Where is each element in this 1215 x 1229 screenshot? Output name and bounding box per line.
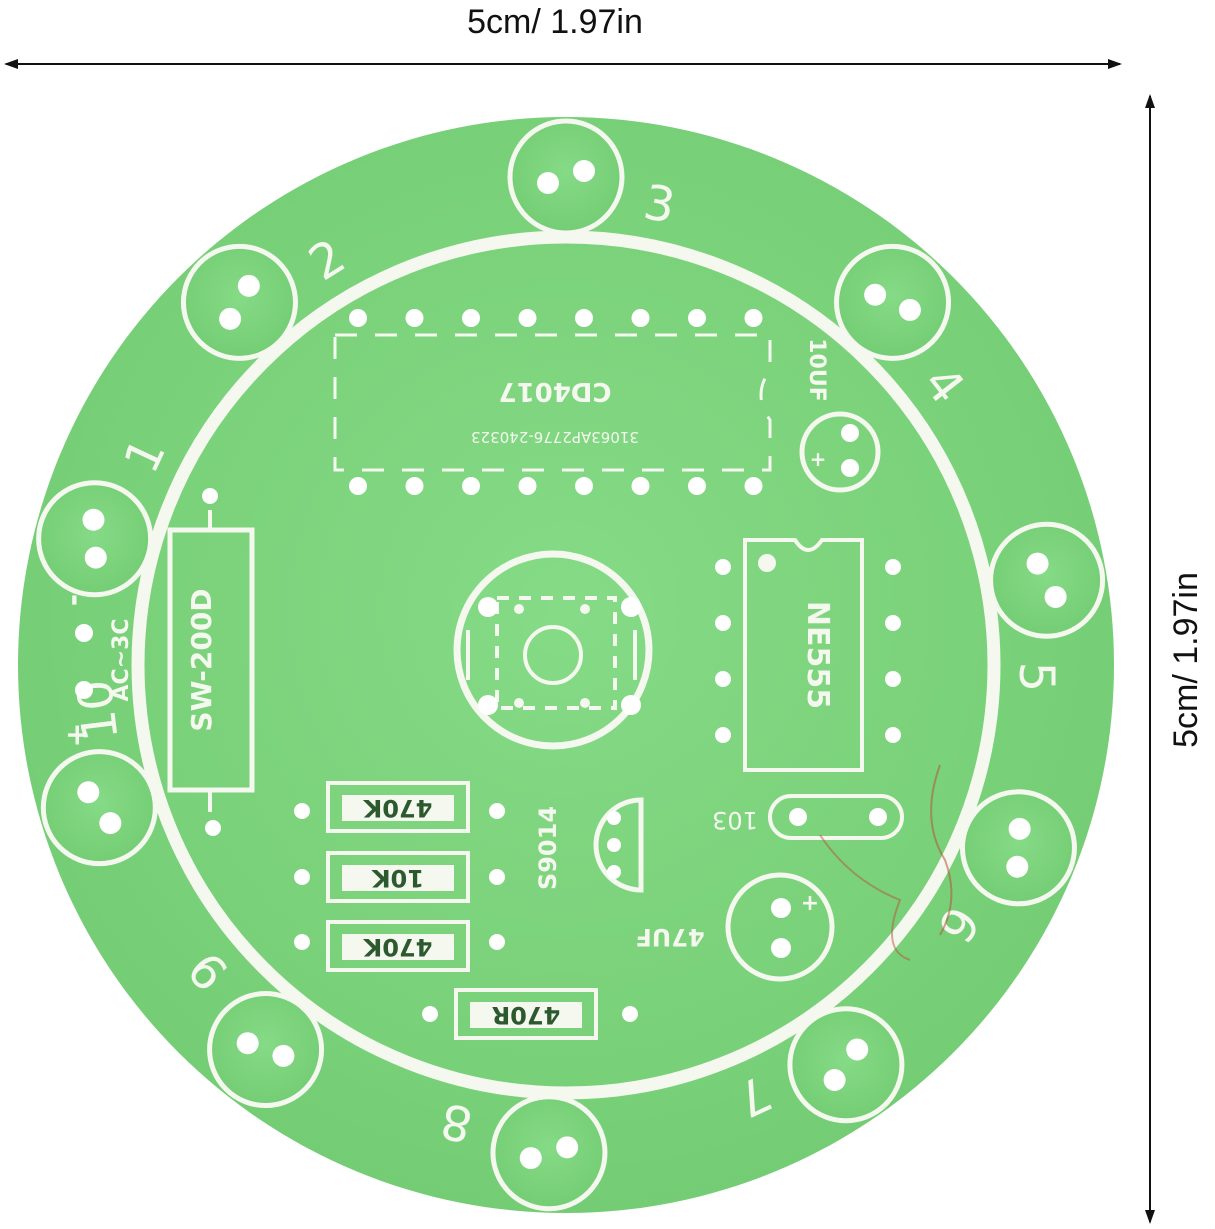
resistor-3-label: 470K: [362, 933, 432, 961]
ic-timer-pad: [885, 559, 901, 575]
led-10: 10: [40, 677, 158, 867]
pcb-disc: [18, 117, 1114, 1213]
ic-timer-pads: [715, 559, 901, 743]
ic-counter-outline: CD4017 31063AP2776-240323: [333, 333, 772, 472]
height-label: 5cm/ 1.97in: [1167, 572, 1205, 748]
ic-counter-label: CD4017: [498, 376, 611, 406]
led-pad: [1006, 855, 1029, 878]
led-pad: [82, 508, 105, 531]
ic-counter-pad: [575, 309, 593, 327]
led-pad: [236, 1032, 259, 1055]
tilt-switch: SW-200D: [167, 488, 255, 836]
ic-timer: NE555: [743, 538, 864, 772]
ic-counter-pad: [575, 477, 593, 495]
power-minus: -: [56, 594, 91, 606]
power-plus: +: [60, 722, 95, 747]
resistor-block: 470K 10K 470K: [294, 781, 505, 972]
led-pad: [556, 1136, 579, 1159]
cap-small-plus: +: [810, 447, 827, 471]
led-pad: [846, 1038, 869, 1061]
ic-timer-pad: [885, 727, 901, 743]
led-pad: [864, 283, 887, 306]
ceramic-cap-label: 103: [712, 806, 758, 834]
ic-counter-pad: [744, 309, 763, 327]
led-8: 8: [436, 1092, 608, 1212]
resistor-2-label: 10K: [371, 864, 424, 892]
transistor-label: S9014: [534, 806, 562, 890]
led-pad: [272, 1044, 295, 1067]
resistor-1-label: 470K: [362, 794, 432, 822]
ic-timer-pad: [715, 727, 731, 743]
led-pad: [99, 812, 122, 835]
ic-counter-pads: [349, 309, 763, 495]
led-pad: [519, 1147, 542, 1170]
led-pad: [1044, 585, 1067, 608]
ic-counter-pad: [518, 309, 537, 327]
width-label: 5cm/ 1.97in: [467, 3, 643, 41]
led-number-label: 5: [1008, 662, 1064, 693]
push-button: [453, 550, 653, 750]
switch-label: SW-200D: [185, 588, 218, 731]
ic-counter-pad: [349, 477, 367, 495]
ic-counter-pad: [744, 477, 763, 495]
ic-timer-pad: [885, 671, 901, 687]
led-pad: [1008, 817, 1031, 840]
ic-timer-pad: [885, 615, 901, 631]
ic-counter-pad: [518, 477, 537, 495]
resistor-4-label: 470R: [492, 1001, 561, 1029]
power-label: AC~3C: [109, 618, 134, 701]
cap-large-plus: +: [801, 891, 819, 916]
height-dimension: 5cm/ 1.97in: [1145, 94, 1205, 1224]
cap-small: + 10UF: [799, 338, 881, 493]
width-dimension: 5cm/ 1.97in: [4, 3, 1122, 69]
transistor: S9014: [534, 797, 644, 893]
cap-large: + 47UF: [635, 872, 835, 982]
led-pad: [823, 1068, 846, 1091]
ceramic-cap: 103: [712, 794, 904, 840]
ic-counter-pad: [631, 477, 650, 495]
led-pad: [573, 160, 595, 182]
ic-counter-pad: [688, 309, 706, 327]
led-pad: [537, 172, 559, 194]
ic-counter-code: 31063AP2776-240323: [471, 428, 639, 446]
ic-counter-pad: [349, 309, 367, 327]
led-pad: [237, 274, 260, 297]
ic-counter-pad: [405, 477, 424, 495]
led-pad: [77, 781, 100, 804]
ic-counter-pad: [462, 477, 480, 495]
ic-counter-pad: [688, 477, 706, 495]
resistor-470r: 470R: [422, 988, 638, 1040]
inner-silk-ring: [131, 230, 1001, 1100]
led-pad: [84, 546, 107, 569]
cap-large-label: 47UF: [635, 923, 704, 951]
cap-small-label: 10UF: [804, 338, 829, 402]
led-pad: [898, 298, 921, 321]
led-5: 5: [988, 521, 1106, 693]
led-1: 1: [36, 430, 177, 598]
ic-counter-pad: [405, 309, 424, 327]
ic-timer-pad: [715, 615, 731, 631]
ic-counter-pad: [631, 309, 650, 327]
ic-timer-label: NE555: [800, 601, 835, 709]
power-input: - + AC~3C: [56, 594, 134, 748]
led-3: 3: [507, 118, 679, 236]
led-pad: [1026, 552, 1049, 575]
ic-counter-pad: [462, 309, 480, 327]
ic-timer-pad: [715, 559, 731, 575]
led-pad: [219, 307, 242, 330]
ic-timer-pad: [715, 671, 731, 687]
